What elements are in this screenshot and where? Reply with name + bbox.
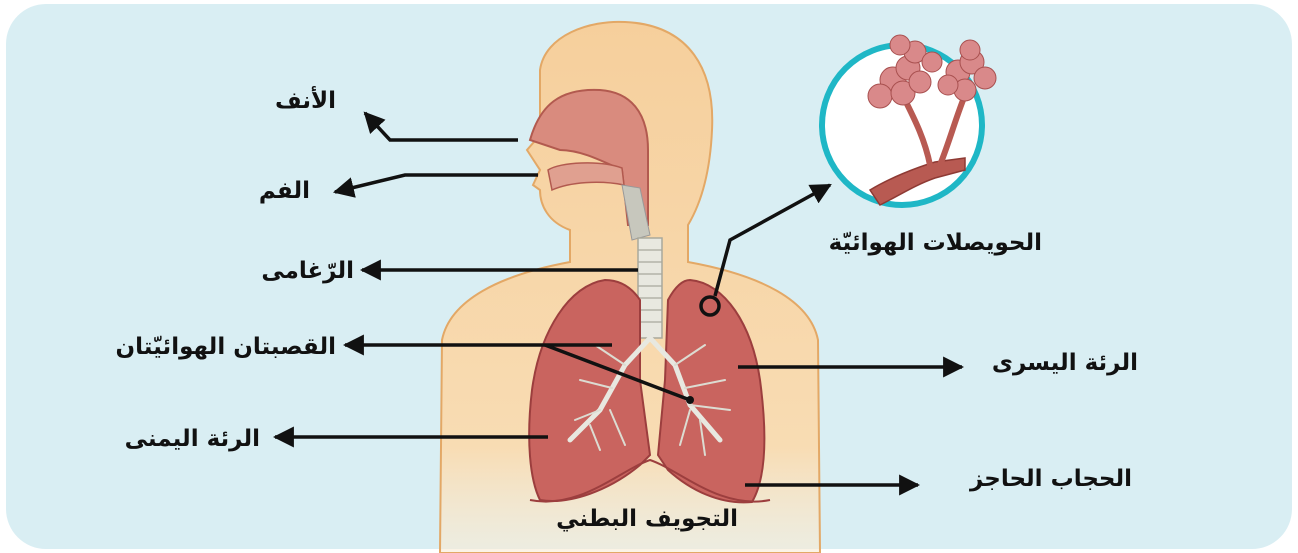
label-mouth: الفم	[259, 180, 310, 203]
label-nose: الأنف	[275, 90, 336, 113]
label-alveoli: الحويصلات الهوائيّة	[829, 232, 1042, 255]
label-trachea: الرّغامى	[261, 260, 354, 283]
label-left-lung: الرئة اليسرى	[992, 352, 1138, 375]
label-bronchi: القصبتان الهوائيّتان	[116, 336, 336, 359]
label-diaphragm: الحجاب الحاجز	[970, 468, 1132, 491]
label-right-lung: الرئة اليمنى	[125, 428, 260, 451]
nose-arrow	[365, 113, 518, 140]
label-abdomen: التجويف البطني	[556, 508, 738, 531]
trachea	[638, 238, 662, 338]
mouth-arrow	[335, 175, 538, 192]
